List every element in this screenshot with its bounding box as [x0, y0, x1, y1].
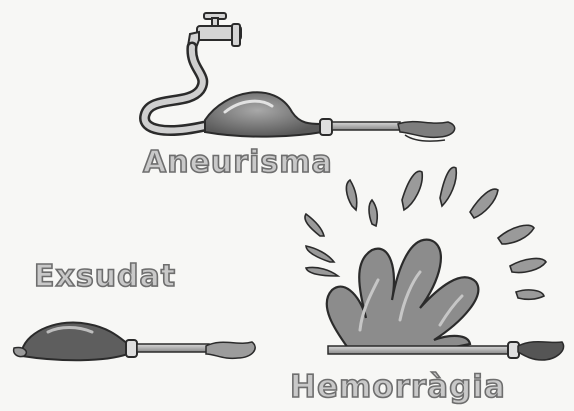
label-aneurisma: Aneurisma [143, 148, 333, 178]
hemorragia-burst [327, 240, 479, 352]
faucet-icon [188, 13, 241, 48]
label-exsudat: Exsudat [34, 262, 176, 292]
aneurisma-puddle [398, 122, 455, 138]
hemorragia-puddle [518, 342, 564, 360]
aneurisma-illustration [145, 13, 455, 141]
hemorragia-illustration [305, 167, 564, 360]
exsudat-puddle [206, 342, 255, 358]
aneurisma-bulge [205, 92, 322, 136]
label-hemorragia: Hemorràgia [290, 372, 506, 403]
exsudat-illustration [14, 322, 256, 360]
